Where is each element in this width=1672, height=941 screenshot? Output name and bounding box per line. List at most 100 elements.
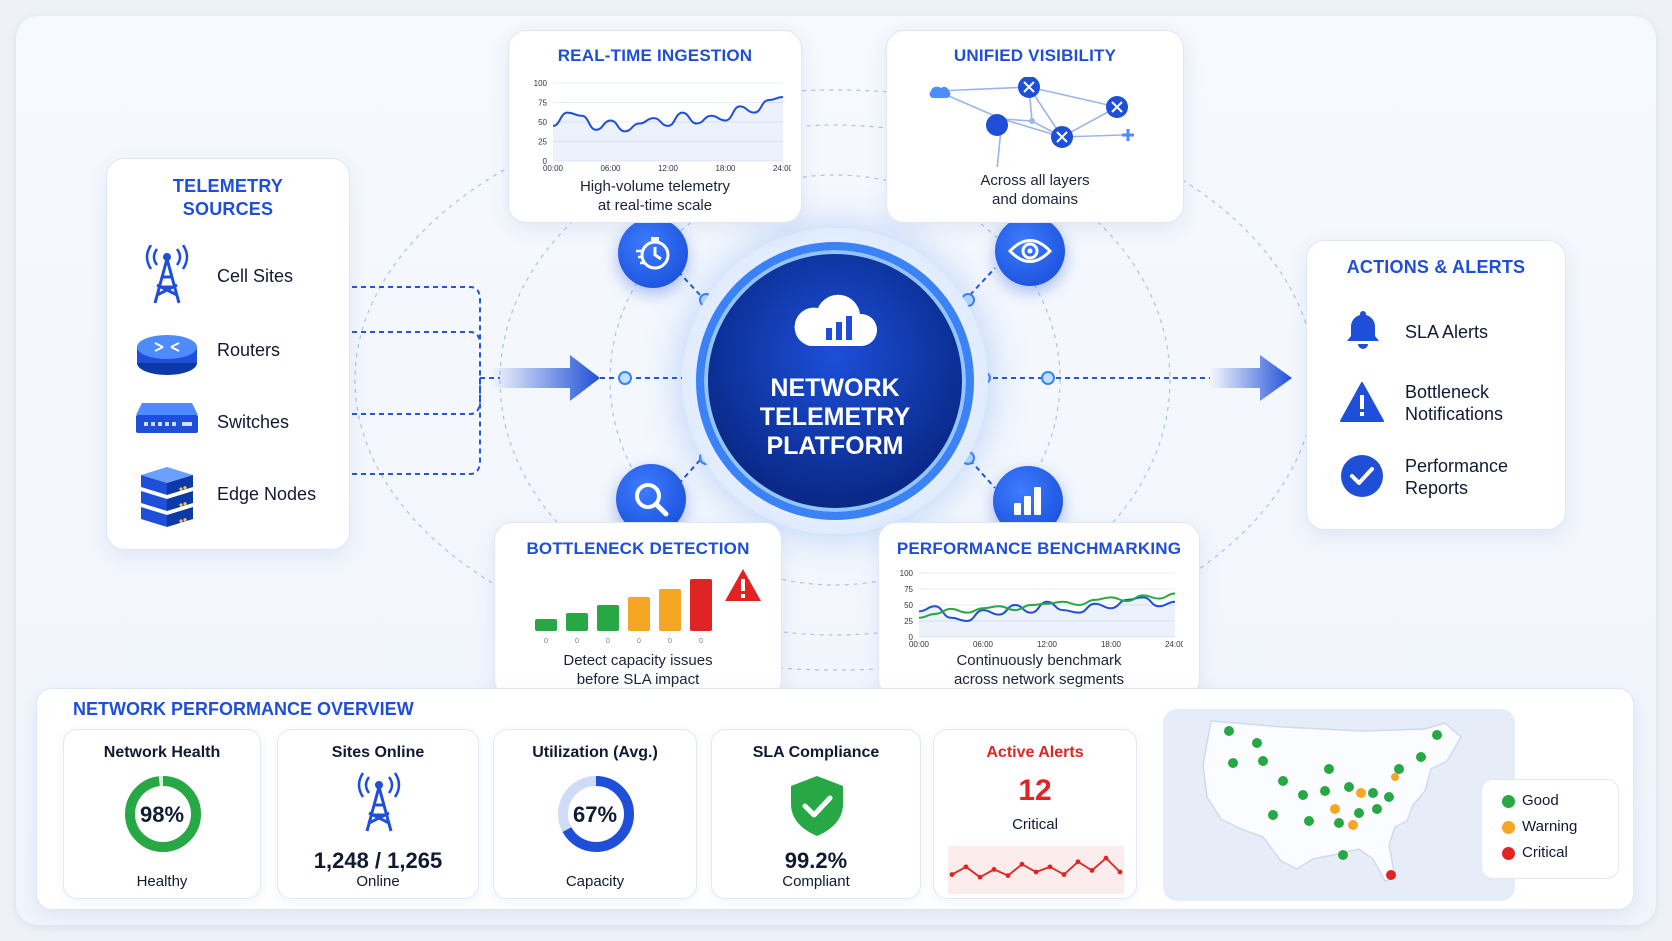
performance-overview-panel: NETWORK PERFORMANCE OVERVIEW Network Hea… xyxy=(36,688,1634,910)
visibility-node xyxy=(995,216,1065,286)
sites-title: Sites Online xyxy=(331,744,425,761)
sites-sub: Online xyxy=(356,873,400,890)
action-label-bottleneck: Bottleneck Notifications xyxy=(1405,382,1504,424)
bar-3 xyxy=(628,597,650,631)
action-label-performance-reports: Performance Reports xyxy=(1405,456,1509,498)
overview-title: NETWORK PERFORMANCE OVERVIEW xyxy=(73,699,414,719)
sparkline-point xyxy=(977,874,983,880)
us-map xyxy=(1202,720,1462,882)
sla-title: SLA Compliance xyxy=(752,744,880,761)
bar-4 xyxy=(659,589,681,631)
series-area xyxy=(553,97,783,161)
x-tick-label: 18:00 xyxy=(1101,640,1122,649)
benchmark-title: PERFORMANCE BENCHMARKING xyxy=(896,539,1182,558)
sites-value: 1,248 / 1,265 xyxy=(313,848,443,873)
donut-value-arc xyxy=(125,776,201,852)
bar-tick-label: 0 xyxy=(575,638,579,645)
eye-icon xyxy=(1008,239,1052,263)
series-line-1 xyxy=(918,592,1176,619)
bar-2 xyxy=(597,605,619,631)
platform-core: NETWORK TELEMETRY PLATFORM xyxy=(682,228,988,534)
sparkline-point xyxy=(963,864,969,870)
bell-icon xyxy=(1347,311,1379,349)
x-tick-label: 06:00 xyxy=(973,640,994,649)
sources-title: TELEMETRY SOURCES xyxy=(172,176,284,219)
ingestion-node xyxy=(618,218,688,288)
series-area xyxy=(919,597,1175,637)
sparkline-point xyxy=(1117,869,1123,875)
source-label-edge-nodes: Edge Nodes xyxy=(217,484,317,504)
topology-graph xyxy=(929,77,1134,167)
active-alerts-tile: Active Alerts 12 Critical xyxy=(933,729,1137,899)
alerts-sparkline xyxy=(948,846,1124,894)
x-tick-label: 24:00 xyxy=(1165,640,1183,649)
utilization-tile: Utilization (Avg.) 67% Capacity xyxy=(493,729,697,899)
x-tick-label: 12:00 xyxy=(1037,640,1058,649)
x-tick-label: 24:00 xyxy=(773,164,791,173)
sparkline-point xyxy=(1089,868,1095,873)
x-tick-label: 18:00 xyxy=(715,164,736,173)
y-tick-label: 25 xyxy=(904,617,913,626)
warning-icon xyxy=(725,569,761,601)
x-tick-label: 00:00 xyxy=(543,164,564,173)
utilization-title: Utilization (Avg.) xyxy=(532,744,658,761)
bar-0 xyxy=(535,619,557,631)
stopwatch-icon xyxy=(636,237,670,270)
benchmark-caption: Continuously benchmark across network se… xyxy=(953,652,1125,688)
sla-value: 99.2% xyxy=(784,848,848,873)
y-tick-label: 50 xyxy=(538,118,547,127)
utilization-donut xyxy=(558,776,634,852)
sparkline-point xyxy=(1047,864,1053,870)
sparkline-point xyxy=(1005,873,1011,878)
y-tick-label: 100 xyxy=(900,569,914,578)
server-stack-icon xyxy=(141,467,193,527)
health-value: 98% xyxy=(139,802,185,827)
map-legend: Good Warning Critical xyxy=(1481,779,1619,879)
sparkline-point xyxy=(1033,869,1039,875)
source-label-cell-sites: Cell Sites xyxy=(217,266,294,286)
sla-compliance-tile: SLA Compliance 99.2% Compliant xyxy=(711,729,921,899)
site-map xyxy=(1163,709,1515,901)
source-label-routers: Routers xyxy=(217,340,281,360)
x-tick-label: 06:00 xyxy=(600,164,621,173)
y-tick-label: 0 xyxy=(543,157,548,166)
bottleneck-title: BOTTLENECK DETECTION xyxy=(526,539,750,558)
bar-chart-icon xyxy=(1014,487,1041,515)
magnifier-icon xyxy=(635,483,669,517)
bottleneck-caption: Detect capacity issues before SLA impact xyxy=(563,652,713,688)
sparkline-point xyxy=(949,872,955,877)
utilization-value: 67% xyxy=(572,802,618,827)
y-tick-label: 100 xyxy=(534,79,548,88)
y-tick-label: 25 xyxy=(538,138,547,147)
sparkline-point xyxy=(1103,855,1109,861)
router-icon xyxy=(137,335,197,375)
bar-tick-label: 0 xyxy=(668,638,672,645)
sites-online-tile: Sites Online 1,248 / 1,265 Online xyxy=(277,729,479,899)
ingestion-title: REAL-TIME INGESTION xyxy=(557,46,753,65)
sla-sub: Compliant xyxy=(782,873,850,890)
platform-title: NETWORK TELEMETRY PLATFORM xyxy=(759,374,911,460)
alerts-value: 12 xyxy=(1018,774,1052,807)
y-tick-label: 0 xyxy=(909,633,914,642)
x-tick-label: 00:00 xyxy=(909,640,930,649)
bar-tick-label: 0 xyxy=(699,638,703,645)
health-sub: Healthy xyxy=(136,873,188,890)
check-circle-icon xyxy=(1341,455,1383,497)
topology-nodes xyxy=(929,77,1134,148)
sparkline-point xyxy=(991,867,997,872)
utilization-sub: Capacity xyxy=(565,873,625,890)
health-title: Network Health xyxy=(103,744,221,761)
ingestion-caption: High-volume telemetry at real-time scale xyxy=(579,178,731,214)
bar-tick-label: 0 xyxy=(637,638,641,645)
bar-tick-label: 0 xyxy=(606,638,610,645)
sparkline-point xyxy=(1075,859,1081,865)
actions-alerts-card: ACTIONS & ALERTS SLA Alerts Bottleneck N… xyxy=(1306,240,1566,530)
warning-triangle-icon xyxy=(1340,382,1384,422)
y-tick-label: 50 xyxy=(904,601,913,610)
